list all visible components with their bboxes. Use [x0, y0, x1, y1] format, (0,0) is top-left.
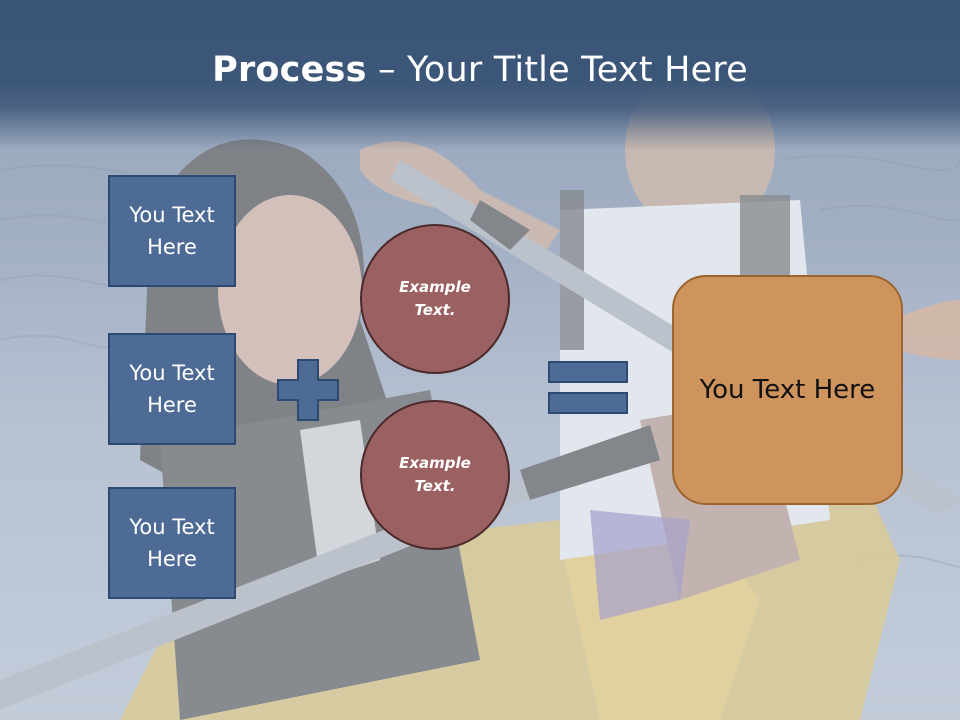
input-box-label: You Text Here — [129, 515, 215, 571]
example-circle-1: Example Text. — [360, 224, 510, 374]
title-bold: Process — [212, 50, 367, 90]
example-circle-2: Example Text. — [360, 400, 510, 550]
result-box: You Text Here — [672, 275, 903, 505]
title-rest: – Your Title Text Here — [366, 50, 748, 90]
input-box-2: You Text Here — [108, 333, 236, 445]
input-box-label: You Text Here — [129, 361, 215, 417]
input-box-1: You Text Here — [108, 175, 236, 287]
example-label: Example Text. — [399, 454, 471, 495]
input-box-3: You Text Here — [108, 487, 236, 599]
equals-icon — [548, 361, 628, 414]
result-label: You Text Here — [699, 375, 876, 405]
plus-icon — [277, 359, 339, 421]
example-label: Example Text. — [399, 278, 471, 319]
slide-title: Process – Your Title Text Here — [0, 50, 960, 90]
title-bar — [0, 0, 960, 150]
input-box-label: You Text Here — [129, 203, 215, 259]
